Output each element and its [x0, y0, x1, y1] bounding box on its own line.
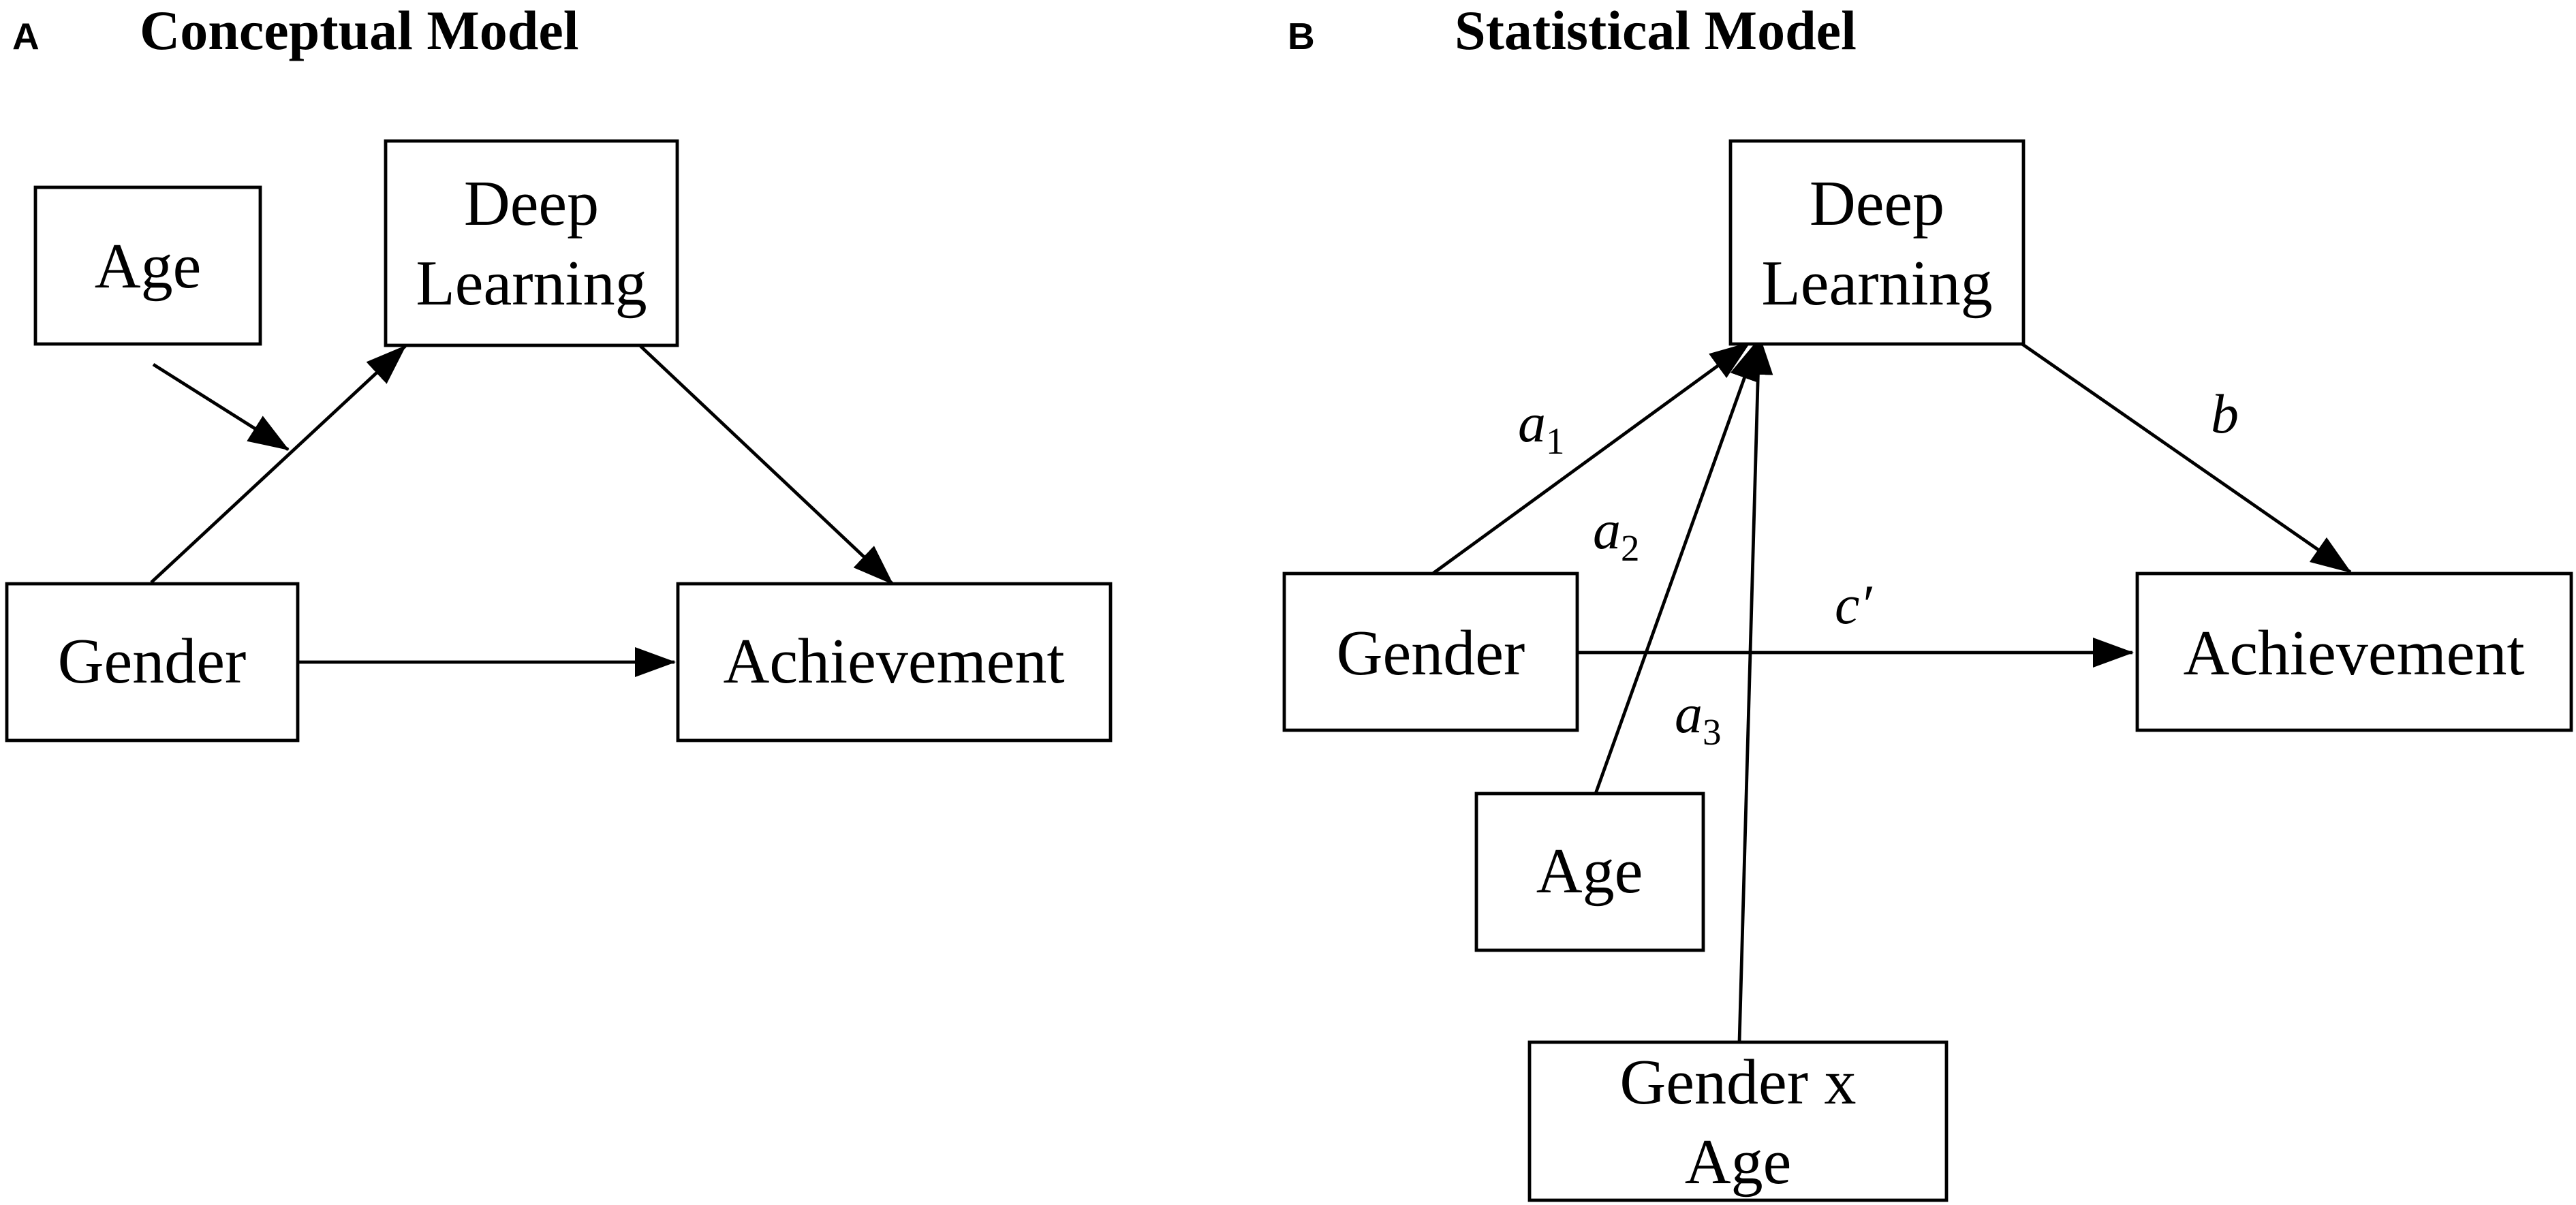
- node-b-achievement: Achievement: [2135, 572, 2573, 732]
- node-b-deep-learning: Deep Learning: [1728, 139, 2026, 346]
- coef-a3: a3: [1675, 683, 1722, 753]
- panel-a-letter: A: [12, 15, 40, 57]
- node-b-gender-x-age-line1: Gender x: [1619, 1047, 1856, 1118]
- node-a-age: Age: [33, 185, 262, 346]
- node-a-achievement: Achievement: [676, 582, 1113, 742]
- node-a-deep-learning-line1: Deep: [464, 168, 599, 239]
- edge-age-to-path: [152, 362, 290, 452]
- panel-a-title: Conceptual Model: [140, 0, 579, 61]
- panel-b-title: Statistical Model: [1455, 0, 1857, 61]
- edge-interaction-to-deep-learning-a3: [1737, 334, 1773, 1043]
- node-b-age: Age: [1474, 792, 1705, 952]
- node-b-gender: Gender: [1282, 572, 1579, 732]
- coef-b: b: [2211, 383, 2239, 445]
- edge-age-to-deep-learning-a2: [1594, 339, 1760, 794]
- node-b-gender-x-age-line2: Age: [1685, 1127, 1792, 1198]
- edge-gender-to-deep-learning: [150, 345, 407, 584]
- node-a-achievement-label: Achievement: [723, 626, 1064, 697]
- edge-deep-learning-to-achievement-b: [2021, 343, 2352, 574]
- node-a-deep-learning: Deep Learning: [384, 139, 679, 347]
- panel-b-letter: B: [1288, 15, 1315, 57]
- node-a-deep-learning-line2: Learning: [416, 248, 647, 319]
- node-a-gender-label: Gender: [58, 626, 247, 697]
- coef-c-prime: c′: [1835, 574, 1872, 636]
- coef-a1: a1: [1518, 392, 1565, 462]
- edge-deep-learning-to-achievement: [639, 345, 894, 585]
- node-b-gender-label: Gender: [1337, 618, 1525, 689]
- coef-a2: a2: [1593, 499, 1640, 569]
- node-a-gender: Gender: [5, 582, 300, 742]
- panel-a: A Conceptual Model Age Deep Learning Gen…: [5, 0, 1113, 742]
- edge-gender-to-deep-learning-a1: [1431, 341, 1751, 575]
- node-b-gender-x-age: Gender x Age: [1527, 1040, 1949, 1202]
- node-b-deep-learning-line2: Learning: [1761, 248, 1992, 319]
- node-b-deep-learning-line1: Deep: [1810, 168, 1944, 239]
- node-b-age-label: Age: [1536, 836, 1643, 907]
- node-b-achievement-label: Achievement: [2183, 618, 2524, 689]
- node-a-age-label: Age: [95, 231, 202, 302]
- panel-b: B Statistical Model Deep Learning Gender…: [1282, 0, 2573, 1202]
